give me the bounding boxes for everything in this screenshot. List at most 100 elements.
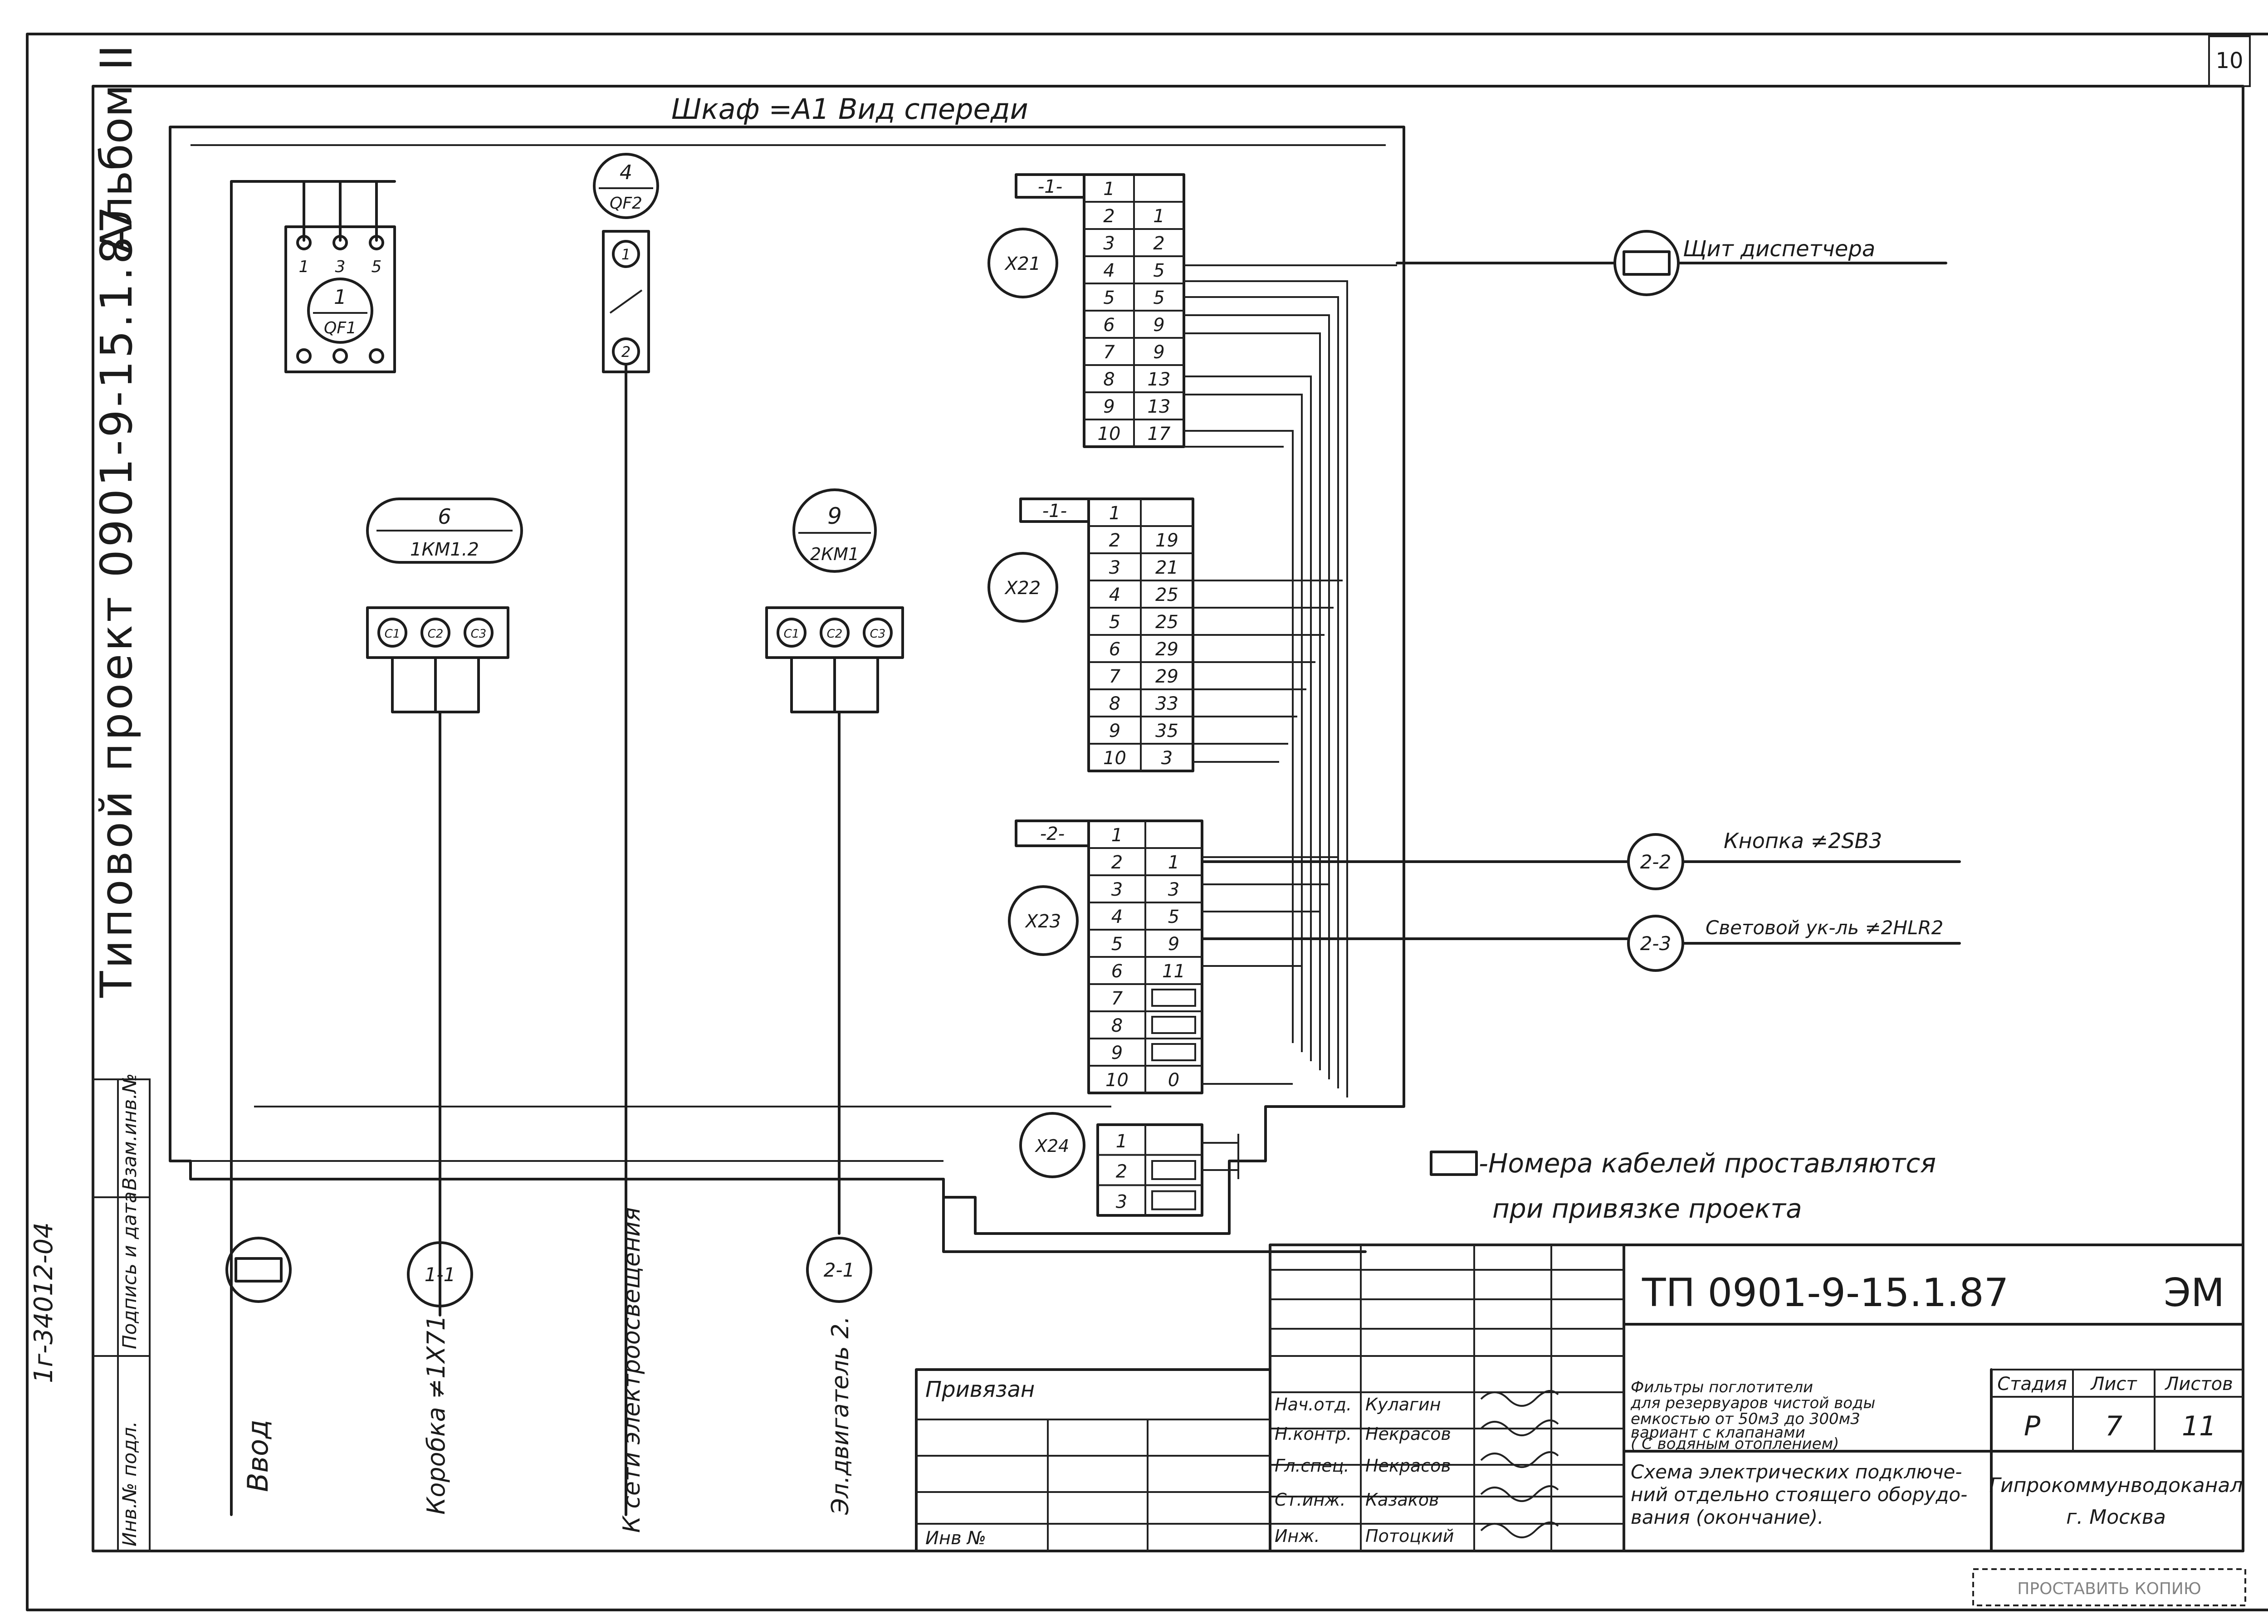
signature-name: Потоцкий bbox=[1365, 1526, 1454, 1546]
terminal-number: 1 bbox=[1109, 503, 1120, 524]
note-box bbox=[1430, 1151, 1478, 1176]
x21-wiring bbox=[1184, 264, 1397, 1097]
signature-role: Инж. bbox=[1275, 1526, 1320, 1546]
terminal-number: 3 bbox=[1103, 233, 1114, 254]
title-block: ТП 0901-9-15.1.87 ЭМ Фильтры поглотители… bbox=[1269, 1244, 2244, 1552]
svg-text:емкостью от 50м3 до 300м3: емкостью от 50м3 до 300м3 bbox=[1631, 1410, 1860, 1428]
wire-number: 21 bbox=[1155, 557, 1178, 578]
svg-text:4: 4 bbox=[620, 161, 632, 184]
signature-name: Казаков bbox=[1365, 1490, 1439, 1510]
wire-number: 29 bbox=[1155, 666, 1178, 687]
svg-text:2КМ1: 2КМ1 bbox=[810, 544, 859, 564]
svg-text:-1-: -1- bbox=[1042, 501, 1067, 522]
terminal-number: 2 bbox=[1116, 1161, 1127, 1182]
terminal-number: 1 bbox=[1111, 825, 1123, 846]
terminal-number: 10 bbox=[1105, 1070, 1129, 1091]
svg-text:X23: X23 bbox=[1025, 911, 1061, 932]
wire-number: 29 bbox=[1155, 639, 1178, 660]
signature-name: Некрасов bbox=[1365, 1424, 1451, 1444]
wire-number: 9 bbox=[1153, 342, 1164, 363]
svg-text:1: 1 bbox=[299, 258, 309, 276]
svg-text:6: 6 bbox=[438, 504, 451, 529]
svg-text:С1: С1 bbox=[784, 627, 800, 641]
signature-scribble bbox=[1480, 1419, 1559, 1436]
tb-org2: г. Москва bbox=[2066, 1506, 2166, 1529]
svg-text:Листов: Листов bbox=[2164, 1374, 2233, 1395]
km1-cable bbox=[790, 656, 879, 1235]
terminal-number: 3 bbox=[1111, 879, 1123, 900]
wire-number: 2 bbox=[1153, 233, 1164, 254]
terminal-number: 5 bbox=[1103, 288, 1114, 308]
terminal-number: 4 bbox=[1109, 585, 1120, 605]
wire-number: 3 bbox=[1161, 748, 1173, 769]
terminal-number: 1 bbox=[1103, 179, 1114, 200]
svg-text:1-1: 1-1 bbox=[425, 1263, 456, 1286]
wire-number: 35 bbox=[1155, 721, 1178, 741]
svg-text:2-1: 2-1 bbox=[824, 1259, 855, 1281]
terminal-number: 8 bbox=[1109, 693, 1120, 714]
svg-text:5: 5 bbox=[371, 258, 382, 276]
svg-text:X24: X24 bbox=[1035, 1136, 1069, 1156]
wire-number: 9 bbox=[1153, 315, 1164, 336]
signature-name: Кулагин bbox=[1365, 1395, 1441, 1414]
side-title-group: Типовой проект 0901-9-15.1.87 bbox=[91, 203, 142, 998]
c23-label: Световой ук-ль ≠2HLR2 bbox=[1706, 917, 1943, 939]
terminal-number: 4 bbox=[1111, 907, 1123, 927]
svg-text:2-2: 2-2 bbox=[1640, 851, 1672, 873]
svg-text:Фильтры поглотители: Фильтры поглотители bbox=[1631, 1378, 1813, 1396]
svg-text:1КМ1.2: 1КМ1.2 bbox=[410, 539, 479, 560]
wire-number: 1 bbox=[1168, 852, 1179, 873]
svg-text:С2: С2 bbox=[827, 627, 843, 641]
cabinet-title: Шкаф =А1 Вид спереди bbox=[671, 93, 1028, 126]
wire-number: 1 bbox=[1153, 206, 1164, 227]
svg-text:-1-: -1- bbox=[1038, 176, 1062, 197]
km12-terminal bbox=[366, 606, 509, 659]
terminal-number: 6 bbox=[1111, 961, 1123, 982]
qf2-marker bbox=[593, 153, 659, 219]
signature-scribble bbox=[1480, 1390, 1559, 1407]
wire-number: 25 bbox=[1155, 612, 1178, 633]
inner-frame bbox=[92, 85, 2244, 1552]
strip-inv: Инв.№ подл. bbox=[118, 1421, 141, 1546]
cable-number-box bbox=[1151, 1016, 1196, 1034]
side-handwritten-group: 1г-34012-04 bbox=[29, 1222, 59, 1383]
svg-text:вариант с клапанами: вариант с клапанами bbox=[1631, 1424, 1805, 1442]
side-handwritten: 1г-34012-04 bbox=[29, 1222, 59, 1383]
terminal-number: 10 bbox=[1103, 748, 1126, 769]
svg-text:Стадия: Стадия bbox=[1997, 1374, 2067, 1395]
terminal-number: 3 bbox=[1116, 1191, 1127, 1212]
terminal-number: 9 bbox=[1111, 1043, 1123, 1063]
terminal-number: 4 bbox=[1103, 260, 1114, 281]
svg-text:ПРОСТАВИТЬ КОПИЮ: ПРОСТАВИТЬ КОПИЮ bbox=[2017, 1580, 2201, 1598]
svg-text:вания (окончание).: вания (окончание). bbox=[1631, 1506, 1823, 1528]
svg-text:-2-: -2- bbox=[1040, 824, 1065, 844]
svg-text:2-3: 2-3 bbox=[1640, 932, 1672, 955]
terminal-number: 7 bbox=[1109, 666, 1121, 687]
wire-number: 11 bbox=[1162, 961, 1185, 982]
svg-text:X21: X21 bbox=[1004, 254, 1041, 274]
signature-role: Гл.спец. bbox=[1275, 1456, 1349, 1476]
signature-role: Н.контр. bbox=[1275, 1424, 1352, 1444]
cable-number-box bbox=[1151, 1043, 1196, 1061]
signature-role: Нач.отд. bbox=[1275, 1395, 1352, 1414]
side-project-title: Типовой проект 0901-9-15.1.87 bbox=[91, 203, 142, 998]
terminal-number: 9 bbox=[1109, 721, 1120, 741]
svg-text:X22: X22 bbox=[1004, 578, 1041, 599]
x23-wiring bbox=[1202, 856, 1338, 1085]
signature-role: Ст.инж. bbox=[1275, 1490, 1346, 1510]
cable-number-box bbox=[1151, 1190, 1196, 1210]
svg-text:9: 9 bbox=[827, 503, 842, 529]
signature-scribble bbox=[1480, 1485, 1559, 1502]
tb-stage: Р bbox=[2024, 1410, 2041, 1442]
left-strip bbox=[92, 1078, 151, 1552]
strip-sign: Подпись и дата bbox=[118, 1191, 141, 1349]
vvod-label: Ввод bbox=[241, 1419, 274, 1492]
cable-number-box bbox=[1151, 989, 1196, 1007]
svg-text:QF2: QF2 bbox=[610, 194, 642, 213]
terminal-number: 2 bbox=[1109, 530, 1120, 551]
c11-marker bbox=[407, 1241, 473, 1307]
